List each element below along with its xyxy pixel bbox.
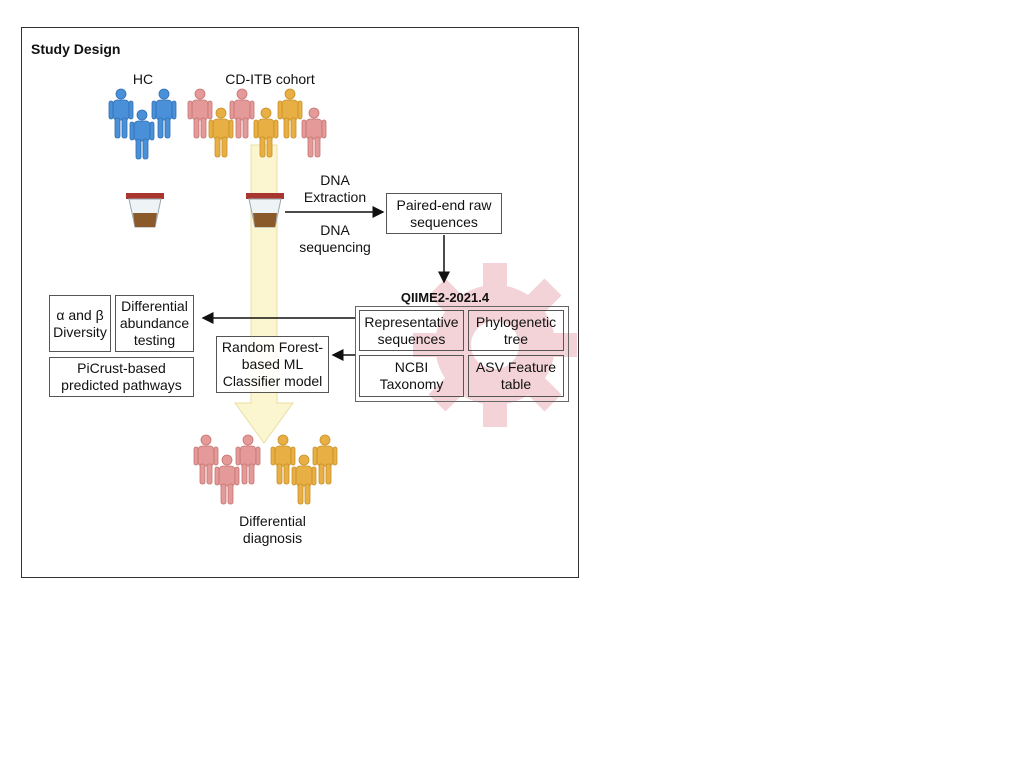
- outcome-people: [193, 434, 338, 505]
- person-icon: [235, 434, 261, 485]
- study-design-frame: [21, 27, 579, 578]
- page-title: Study Design: [31, 41, 121, 57]
- phylogenetic-tree-box: Phylogenetic tree: [468, 310, 564, 351]
- person-icon: [187, 88, 213, 139]
- asv-feature-table-box: ASV Feature table: [468, 355, 564, 397]
- stool-sample-cup-icon: [246, 193, 284, 228]
- hc-label: HC: [132, 71, 154, 87]
- person-icon: [214, 454, 240, 505]
- qiime-outputs-group: [355, 306, 569, 402]
- ncbi-taxonomy-box: NCBI Taxonomy: [359, 355, 464, 397]
- person-icon: [151, 88, 177, 139]
- random-forest-box: Random Forest- based ML Classifier model: [216, 336, 329, 393]
- person-icon: [208, 107, 234, 158]
- representative-sequences-box: Representative sequences: [359, 310, 464, 351]
- cohort-label: CD-ITB cohort: [225, 71, 315, 87]
- person-icon: [301, 107, 327, 158]
- picrust-box: PiCrust-based predicted pathways: [49, 357, 194, 397]
- differential-abundance-box: Differential abundance testing: [115, 295, 194, 352]
- qiime-label: QIIME2-2021.4: [400, 290, 490, 305]
- gear-icon: [413, 263, 577, 427]
- flow-highlight-arrow: [234, 144, 294, 444]
- person-icon: [129, 109, 155, 160]
- diversity-box: α and β Diversity: [49, 295, 111, 352]
- person-icon: [229, 88, 255, 139]
- hc-people: [108, 88, 177, 160]
- person-icon: [312, 434, 338, 485]
- person-icon: [108, 88, 134, 139]
- person-icon: [270, 434, 296, 485]
- differential-diagnosis-label: Differential diagnosis: [239, 513, 306, 546]
- paired-end-box: Paired-end raw sequences: [386, 193, 502, 234]
- dna-extraction-label: DNA Extraction: [303, 172, 367, 205]
- flow-arrows: [201, 206, 450, 361]
- stool-sample-cup-icon: [126, 193, 164, 228]
- person-icon: [193, 434, 219, 485]
- person-icon: [291, 454, 317, 505]
- dna-sequencing-label: DNA sequencing: [299, 222, 371, 255]
- person-icon: [277, 88, 303, 139]
